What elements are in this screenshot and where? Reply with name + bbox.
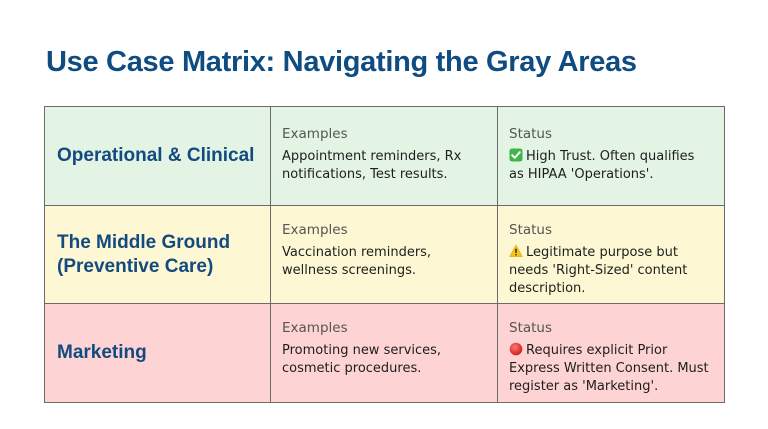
examples-heading: Examples: [282, 222, 348, 238]
use-case-matrix: Operational & Clinical Examples Appointm…: [44, 106, 725, 403]
status-cell: Status High Trust. Often qualifies as HI…: [497, 106, 725, 206]
status-text: High Trust. Often qualifies as HIPAA 'Op…: [509, 149, 695, 182]
category-cell: Marketing: [44, 303, 271, 403]
warning-triangle-icon: [509, 244, 523, 258]
examples-cell: Examples Vaccination reminders, wellness…: [270, 205, 498, 304]
category-cell: The Middle Ground (Preventive Care): [44, 205, 271, 304]
matrix-row-middle-ground: The Middle Ground (Preventive Care) Exam…: [44, 205, 725, 304]
matrix-row-operational: Operational & Clinical Examples Appointm…: [44, 106, 725, 206]
examples-text: Appointment reminders, Rx notifications,…: [282, 149, 462, 182]
category-label: Marketing: [57, 342, 147, 363]
category-label: The Middle Ground (Preventive Care): [57, 231, 231, 277]
examples-cell: Examples Appointment reminders, Rx notif…: [270, 106, 498, 206]
status-heading: Status: [509, 320, 553, 336]
examples-text: Promoting new services, cosmetic procedu…: [282, 343, 442, 376]
examples-heading: Examples: [282, 126, 348, 142]
examples-cell: Examples Promoting new services, cosmeti…: [270, 303, 498, 403]
status-cell: Status Legitimate purpose but needs 'Rig…: [497, 205, 725, 304]
status-text: Legitimate purpose but needs 'Right-Size…: [509, 245, 688, 296]
green-checkmark-icon: [509, 148, 523, 162]
examples-heading: Examples: [282, 320, 348, 336]
examples-text: Vaccination reminders, wellness screenin…: [282, 245, 432, 278]
category-label: Operational & Clinical: [57, 145, 255, 166]
status-cell: Status Requires explicit Prior Express W…: [497, 303, 725, 403]
red-circle-icon: [509, 342, 523, 356]
matrix-row-marketing: Marketing Examples Promoting new service…: [44, 303, 725, 403]
category-cell: Operational & Clinical: [44, 106, 271, 206]
status-text: Requires explicit Prior Express Written …: [509, 343, 709, 394]
status-heading: Status: [509, 222, 553, 238]
status-heading: Status: [509, 126, 553, 142]
page-title: Use Case Matrix: Navigating the Gray Are…: [46, 46, 637, 78]
